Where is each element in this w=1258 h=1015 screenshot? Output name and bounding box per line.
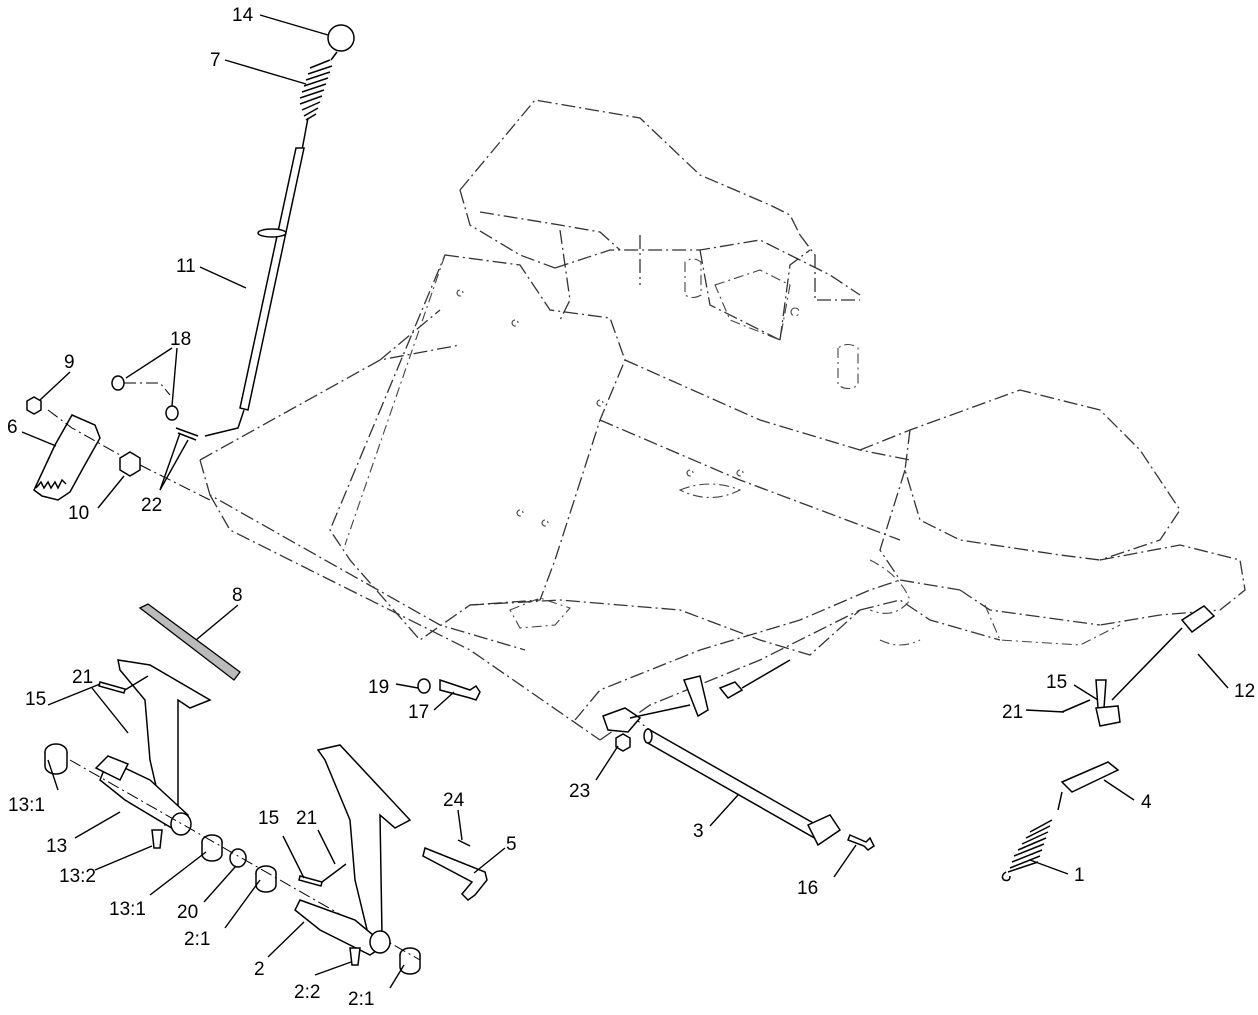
bushing-part-2-1b bbox=[399, 947, 421, 975]
callout-1: 1 bbox=[1074, 865, 1085, 886]
clevis-pin-part-right bbox=[298, 875, 323, 887]
right-pedal-arm-part bbox=[294, 744, 412, 966]
callout-2-1-lower: 2:1 bbox=[348, 989, 374, 1010]
callout-24: 24 bbox=[443, 790, 465, 811]
parts bbox=[26, 24, 1216, 975]
callout-6: 6 bbox=[7, 417, 18, 438]
callout-7: 7 bbox=[210, 50, 221, 71]
callout-13-1-lower: 13:1 bbox=[109, 899, 146, 920]
cable-part bbox=[1180, 605, 1216, 634]
knob-part bbox=[327, 24, 355, 52]
leader-lines bbox=[21, 14, 1229, 989]
flat-washer-part bbox=[229, 848, 247, 868]
callout-3: 3 bbox=[693, 821, 704, 842]
callout-9: 9 bbox=[64, 352, 75, 373]
extension-spring-part bbox=[1001, 791, 1063, 882]
callout-20: 20 bbox=[177, 902, 198, 923]
callout-15-right: 15 bbox=[1046, 672, 1067, 693]
mower-frame-outline bbox=[199, 99, 1246, 741]
cotter-pin-part-24 bbox=[457, 839, 471, 847]
washer-part-19 bbox=[417, 678, 431, 694]
callout-4: 4 bbox=[1141, 792, 1152, 813]
callout-18: 18 bbox=[170, 329, 191, 350]
pedal-pad-part bbox=[138, 603, 241, 681]
crank-rod-part bbox=[422, 846, 488, 901]
callout-21-mid: 21 bbox=[296, 808, 317, 829]
cotter-pin-part bbox=[175, 427, 199, 441]
callout-13: 13 bbox=[46, 836, 67, 857]
callout-8: 8 bbox=[232, 585, 243, 606]
callout-13-2: 13:2 bbox=[59, 866, 96, 887]
callout-11: 11 bbox=[176, 256, 196, 277]
callout-2: 2 bbox=[254, 959, 265, 980]
clevis-pin-part-15 bbox=[1095, 679, 1107, 709]
spacer-part bbox=[119, 451, 141, 477]
bushing-part-13-1b bbox=[201, 834, 223, 862]
bushing-part-2-1a bbox=[255, 865, 277, 893]
callout-21-left: 21 bbox=[72, 667, 93, 688]
nut-part-23 bbox=[615, 733, 631, 752]
callout-14: 14 bbox=[232, 5, 254, 26]
bolt-part-16 bbox=[847, 834, 875, 851]
callout-21-right: 21 bbox=[1002, 702, 1023, 723]
bushing-part-13-1a bbox=[44, 743, 68, 775]
callout-2-1-upper: 2:1 bbox=[184, 929, 210, 950]
callout-17: 17 bbox=[408, 702, 429, 723]
callout-22: 22 bbox=[141, 495, 162, 516]
hair-pin-part-left bbox=[124, 675, 149, 691]
clevis-pin-part-left bbox=[98, 681, 126, 694]
callout-2-2: 2:2 bbox=[294, 982, 320, 1003]
callout-5: 5 bbox=[506, 834, 517, 855]
hair-pin-part-right bbox=[321, 863, 347, 883]
ratchet-bracket-part bbox=[33, 414, 101, 501]
callout-12: 12 bbox=[1234, 681, 1255, 702]
linkage-part bbox=[602, 659, 791, 733]
hair-pin-part-21 bbox=[1061, 699, 1091, 713]
callout-23: 23 bbox=[569, 781, 590, 802]
left-pedal-arm-part bbox=[94, 659, 212, 849]
callout-10: 10 bbox=[68, 503, 89, 524]
long-rod-part bbox=[645, 728, 823, 842]
callout-labels: 14 7 11 18 9 6 10 22 8 21 15 13:1 13 13:… bbox=[7, 5, 1255, 1010]
upper-spring-part bbox=[299, 51, 338, 121]
callout-13-1-upper: 13:1 bbox=[8, 795, 45, 816]
callout-19: 19 bbox=[368, 677, 389, 698]
link-plate-part bbox=[1060, 761, 1120, 793]
washer-part-upper bbox=[111, 375, 125, 391]
bolt-part-17 bbox=[439, 678, 481, 701]
control-rod-part bbox=[204, 117, 309, 437]
callout-16: 16 bbox=[797, 878, 818, 899]
callout-15-mid: 15 bbox=[258, 808, 279, 829]
nut-part bbox=[26, 396, 42, 415]
callout-15-left: 15 bbox=[25, 689, 46, 710]
washer-part-lower bbox=[165, 405, 179, 421]
